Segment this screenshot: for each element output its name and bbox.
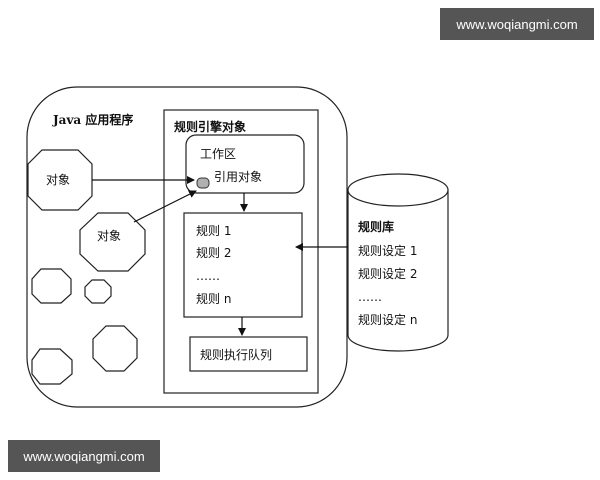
reference-object-label: 引用对象: [214, 170, 262, 184]
object-label: 对象: [46, 173, 70, 187]
rule-base-cylinder: 规则库 规则设定 1 规则设定 2 …… 规则设定 n: [347, 173, 449, 352]
rule-base-label: 规则库: [358, 219, 394, 234]
agenda-label: 规则执行队列: [200, 347, 272, 362]
object-octagon: 对象: [27, 149, 93, 211]
object-octagon: 对象: [79, 212, 146, 272]
object-label: 对象: [97, 229, 121, 243]
rule-item: 规则 1: [196, 223, 231, 238]
java-app-label: Java 应用程序: [52, 112, 133, 127]
rule-item: 规则 2: [196, 245, 231, 260]
rule-setting-item: ……: [358, 290, 382, 304]
watermark-top-right: www.woqiangmi.com: [440, 8, 594, 40]
rules-box: 规则 1 规则 2 …… 规则 n: [183, 212, 303, 318]
rule-setting-item: 规则设定 2: [358, 266, 417, 281]
working-memory-box: 工作区 引用对象: [185, 134, 305, 194]
rule-item: 规则 n: [196, 291, 231, 306]
reference-object-node: [196, 177, 210, 189]
rule-item: ……: [196, 269, 220, 283]
agenda-box: 规则执行队列: [189, 336, 308, 372]
decorative-octagon: [31, 268, 138, 385]
rule-engine-label: 规则引擎对象: [174, 119, 246, 134]
rule-setting-item: 规则设定 n: [358, 312, 417, 327]
working-memory-label: 工作区: [200, 147, 236, 161]
rule-setting-item: 规则设定 1: [358, 243, 417, 258]
watermark-bottom-left: www.woqiangmi.com: [8, 440, 160, 472]
rule-engine-container: 规则引擎对象: [163, 109, 319, 394]
